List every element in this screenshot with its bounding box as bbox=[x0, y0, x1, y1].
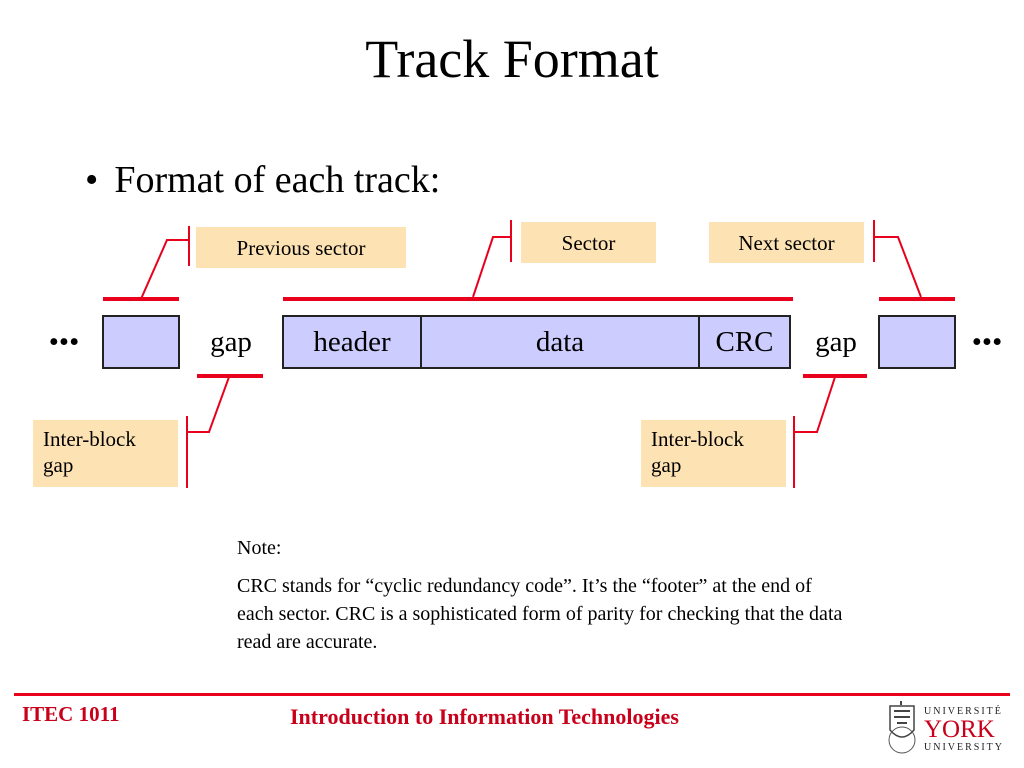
course-title: Introduction to Information Technologies bbox=[290, 704, 679, 729]
bullet-text: Format of each track: bbox=[114, 159, 441, 201]
previous-sector-block bbox=[102, 315, 180, 369]
data-field-label: data bbox=[535, 325, 585, 358]
bullet-item: • Format of each track: bbox=[85, 158, 440, 202]
gap-right-leader bbox=[794, 376, 836, 433]
york-university-logo: UNIVERSITÉ YORK UNIVERSITY bbox=[888, 701, 1004, 754]
slide-title: Track Format bbox=[365, 29, 659, 89]
note-heading: Note: bbox=[237, 537, 282, 559]
ellipsis-left: ••• bbox=[48, 325, 80, 358]
note-block: Note: CRC stands for “cyclic redundancy … bbox=[237, 534, 847, 666]
inter-block-gap-tag-line1: Inter-block bbox=[43, 427, 136, 451]
svg-text:UNIVERSITÉ: UNIVERSITÉ bbox=[924, 705, 1003, 717]
data-field-block bbox=[420, 315, 700, 369]
sector-leader bbox=[472, 236, 511, 298]
course-code: ITEC 1011 bbox=[22, 702, 120, 726]
next-sector-tag: Next sector bbox=[709, 222, 864, 263]
footer-divider bbox=[14, 693, 1010, 696]
previous-sector-tag: Previous sector bbox=[196, 227, 406, 268]
gap-left-label: gap bbox=[210, 325, 252, 358]
gap-right-label: gap bbox=[815, 325, 857, 358]
note-body: CRC stands for “cyclic redundancy code”.… bbox=[237, 575, 843, 653]
crc-field-block bbox=[698, 315, 791, 369]
inter-block-gap-tag-line1: Inter-block bbox=[651, 427, 744, 451]
inter-block-gap-tag-left: Inter-block gap bbox=[33, 420, 178, 487]
inter-block-gap-tag-right: Inter-block gap bbox=[641, 420, 786, 487]
bullet-marker: • bbox=[85, 159, 99, 201]
crc-field-label: CRC bbox=[715, 325, 774, 358]
header-field-label: header bbox=[313, 325, 391, 358]
svg-text:UNIVERSITY: UNIVERSITY bbox=[924, 742, 1004, 753]
next-sector-leader bbox=[874, 236, 922, 298]
previous-sector-leader bbox=[140, 239, 189, 300]
header-field-block bbox=[282, 315, 422, 369]
sector-tag: Sector bbox=[521, 222, 656, 263]
inter-block-gap-tag-line2: gap bbox=[43, 453, 74, 477]
gap-left-leader bbox=[187, 376, 230, 433]
ellipsis-right: ••• bbox=[971, 325, 1003, 358]
svg-text:YORK: YORK bbox=[924, 716, 995, 743]
inter-block-gap-tag-line2: gap bbox=[651, 453, 682, 477]
next-sector-block bbox=[878, 315, 956, 369]
